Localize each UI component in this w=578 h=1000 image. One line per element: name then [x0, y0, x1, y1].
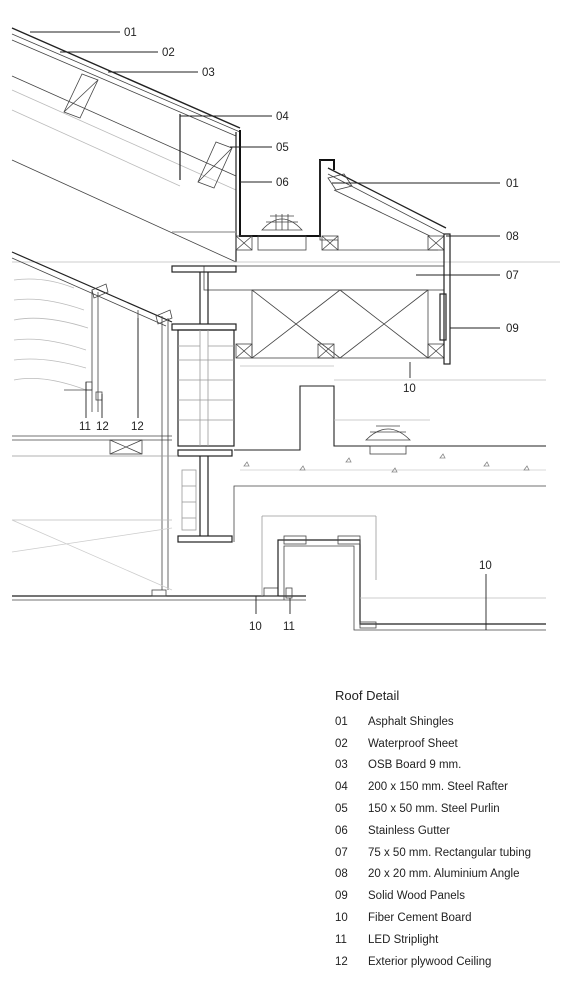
roof-drain-left — [257, 214, 307, 251]
legend-item-number: 02 — [335, 737, 348, 750]
legend-item-number: 06 — [335, 824, 348, 837]
callout-04: 04 — [276, 111, 289, 123]
rectangular-tubing — [12, 261, 560, 359]
legend-item-number: 07 — [335, 846, 348, 859]
legend-item-text: Waterproof Sheet — [368, 737, 458, 750]
callout-11a: 11 — [79, 421, 91, 433]
legend-item: 12 Exterior plywood Ceiling — [335, 951, 570, 973]
solid-wood-panels — [439, 233, 451, 365]
callout-06: 06 — [276, 177, 289, 189]
legend-item-text: OSB Board 9 mm. — [368, 759, 462, 772]
legend-item-text: LED Striplight — [368, 933, 439, 946]
callout-12a: 12 — [96, 421, 109, 433]
aluminium-angles — [235, 235, 445, 359]
callout-11b: 11 — [283, 621, 295, 633]
legend-item-text: Solid Wood Panels — [368, 890, 465, 903]
callout-10b: 10 — [249, 621, 262, 633]
callout-03: 03 — [202, 67, 215, 79]
legend-item: 06 Stainless Gutter — [335, 820, 570, 842]
legend-item-text: Fiber Cement Board — [368, 912, 472, 925]
legend-item: 10 Fiber Cement Board — [335, 907, 570, 929]
right-roof — [319, 160, 447, 251]
legend-item: 11 LED Striplight — [335, 929, 570, 951]
legend-item: 07 75 x 50 mm. Rectangular tubing — [335, 842, 570, 864]
steel-column — [171, 265, 237, 543]
roof-drain-right — [365, 425, 411, 455]
callout-07: 07 — [506, 270, 519, 282]
callout-10a: 10 — [403, 383, 416, 395]
callout-08: 08 — [506, 231, 519, 243]
legend-item: 09 Solid Wood Panels — [335, 885, 570, 907]
left-roof-layers — [11, 27, 241, 263]
legend-item: 03 OSB Board 9 mm. — [335, 755, 570, 777]
legend-item-number: 09 — [335, 890, 348, 903]
legend-item-text: 75 x 50 mm. Rectangular tubing — [368, 846, 532, 859]
legend-item-number: 10 — [335, 912, 348, 925]
callout-05: 05 — [276, 142, 289, 154]
callout-10c: 10 — [479, 560, 492, 572]
column-infill — [178, 330, 234, 531]
steel-rafter — [172, 114, 237, 262]
legend-item-number: 03 — [335, 759, 348, 772]
legend-item: 05 150 x 50 mm. Steel Purlin — [335, 798, 570, 820]
legend-item-number: 11 — [335, 933, 347, 946]
legend-item-number: 05 — [335, 803, 348, 816]
legend-item-number: 08 — [335, 868, 348, 881]
legend-item: 01 Asphalt Shingles — [335, 711, 570, 733]
steel-purlins — [63, 73, 233, 189]
callout-09: 09 — [506, 323, 519, 335]
callout-01b: 01 — [506, 178, 519, 190]
legend-item-text: 20 x 20 mm. Aluminium Angle — [368, 868, 520, 881]
legend-item-text: Exterior plywood Ceiling — [368, 955, 492, 968]
left-ceiling — [11, 251, 173, 590]
legend-title: Roof Detail — [335, 688, 400, 703]
legend: Roof Detail 01 Asphalt Shingles 02 Waterpr… — [335, 688, 570, 973]
legend-item-text: Asphalt Shingles — [368, 715, 454, 728]
legend-item-number: 12 — [335, 955, 348, 968]
callout-12b: 12 — [131, 421, 144, 433]
roof-section-drawing: 01 02 03 04 05 06 01 08 07 09 10 11 12 1… — [11, 27, 560, 633]
legend-item-number: 04 — [335, 781, 348, 794]
legend-item: 02 Waterproof Sheet — [335, 733, 570, 755]
lower-ceiling — [11, 515, 546, 631]
legend-item-text: Stainless Gutter — [368, 824, 450, 837]
leader-lines — [30, 31, 500, 630]
legend-item-number: 01 — [335, 715, 348, 728]
concrete-slab — [12, 365, 546, 542]
legend-item-text: 150 x 50 mm. Steel Purlin — [368, 803, 500, 816]
legend-item-text: 200 x 150 mm. Steel Rafter — [368, 781, 508, 794]
legend-item: 08 20 x 20 mm. Aluminium Angle — [335, 864, 570, 886]
callout-01a: 01 — [124, 27, 137, 39]
legend-item: 04 200 x 150 mm. Steel Rafter — [335, 776, 570, 798]
callout-02: 02 — [162, 47, 175, 59]
